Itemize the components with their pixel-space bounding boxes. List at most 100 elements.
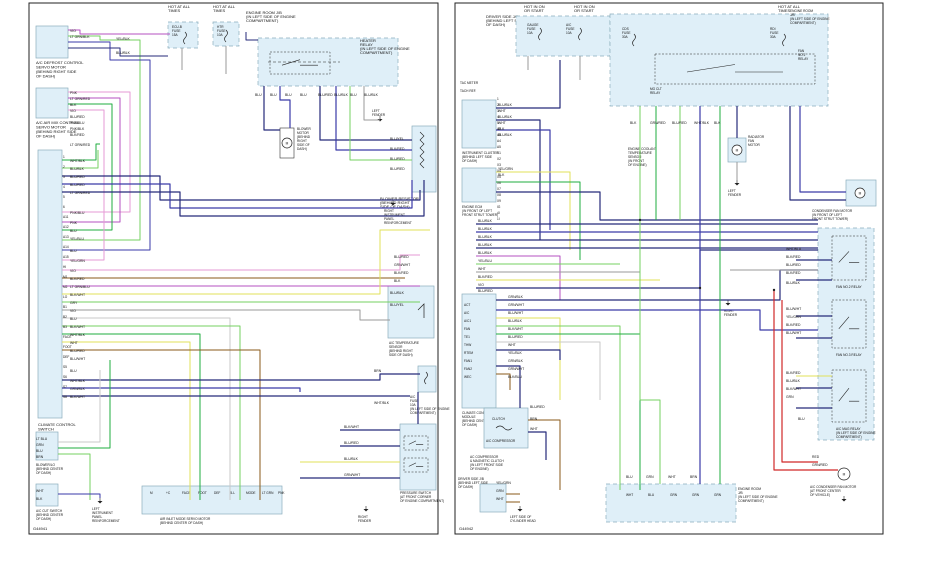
driver-jb-2-label-line: DRIVER SIDE J/B <box>458 477 484 481</box>
ground-triangle <box>390 203 396 206</box>
servo-pin: +C <box>166 491 171 495</box>
blower-resistor-label-line: (BEHIND RIGHT <box>380 200 411 205</box>
wire-grn-long <box>639 106 661 484</box>
wire-label: YEL/BLK <box>508 351 522 355</box>
wire-label: WHT/BLU <box>786 247 802 251</box>
terminal-number: A2 <box>497 127 501 131</box>
wire-label: BLU/RED <box>530 405 545 409</box>
hot-at-all-times-label-line: HOT AT ALL <box>778 4 801 9</box>
wire-label: BLK/RED <box>390 147 405 151</box>
ground-label-line: REINFORCEMENT <box>92 519 120 523</box>
wire-label: BLU/BLK <box>334 93 349 97</box>
engine-room-jb-label-line: ENGINE ROOM <box>790 9 813 13</box>
thermistor-symbol <box>417 303 425 318</box>
relay-switch <box>838 251 860 263</box>
wire-ltgrn <box>62 35 141 241</box>
terminal-number: X7 <box>497 187 501 191</box>
wire-ambient-1 <box>62 143 100 161</box>
ground-label-line: FENDER <box>358 519 372 523</box>
wire-label: YEL/GRN <box>786 315 801 319</box>
driver-side-jb-label-line: DRIVER SIDE J/B <box>486 14 519 19</box>
driver-side-jb <box>167 21 199 49</box>
terminal-number: B3 <box>63 325 67 329</box>
wire-label: BLU <box>350 93 357 97</box>
climate-control-module <box>461 293 497 409</box>
engine-ecm-label-line: FRONT STRUT TOWER) <box>462 213 498 217</box>
wire-mod-3 <box>496 317 561 400</box>
wire-label: WHT/BLK <box>374 401 390 405</box>
wire-label: WHT/BLK <box>694 121 710 125</box>
air-inlet-servo-label-line: AIR INLET MODE SERVO MOTOR <box>160 517 211 521</box>
ac-fuse-label-line: FUSE <box>566 27 575 31</box>
module-pin: TE1 <box>464 335 470 339</box>
module-pin: RTEM <box>464 351 473 355</box>
fan-no2-relay-icon <box>831 235 867 281</box>
terminal-number: X2 <box>497 157 501 161</box>
fuse-symbol <box>782 33 786 47</box>
fuse-15a-icon <box>183 31 187 45</box>
wire-label: WHT <box>496 497 504 501</box>
wire-ecm-yel <box>496 171 571 250</box>
wire-heater-out-4 <box>335 86 412 151</box>
ac-air-mix-servo-label-line: SERVO MOTOR <box>36 125 66 130</box>
gauge-fuse-label-line: FUSE <box>527 27 536 31</box>
terminal-number: S6 <box>63 375 67 379</box>
fan-no1-relay-label-line: FAN <box>798 49 805 53</box>
ground-label-line: RIGHT <box>724 309 734 313</box>
module-pin: THW <box>464 343 471 347</box>
wire-blu-3 <box>62 373 420 381</box>
terminal-number: X4 <box>497 169 501 173</box>
coolant-sensor-label-line: SENSOR <box>628 155 642 159</box>
climate-module-label-line: CLIMATE CONTROL <box>462 411 492 415</box>
clutch-label-line: CLUTCH <box>492 417 506 421</box>
wire-label: WHT/BLK <box>70 333 86 337</box>
radiator-fan-motor-icon: M <box>731 144 743 156</box>
gauge-fuse-label-line: 10A <box>527 31 534 35</box>
splice-dot <box>698 286 702 290</box>
wire-label: PNK <box>70 221 78 225</box>
module-pin: FAN2 <box>464 367 472 371</box>
wire-label: WHT <box>498 109 506 113</box>
wire-label: GRN <box>36 443 44 447</box>
bottom-pin: GRN <box>714 493 722 497</box>
heater-relay-label-line: (IN LEFT SIDE OF ENGINE <box>360 46 410 51</box>
motor-circle <box>281 137 293 149</box>
terminal-number: B2 <box>63 315 67 319</box>
engine-room-jb-bottom-label-line: (IN LEFT SIDE OF ENGINE <box>738 495 778 499</box>
pressure-switch-label-line: PRESSURE SWITCH <box>400 491 432 495</box>
wire-label: BLU/WHT <box>508 311 523 315</box>
bottom-pin: BLU <box>648 493 655 497</box>
wire-label: BLU/BLK <box>786 379 801 383</box>
wire-label: GRY <box>70 301 78 305</box>
blower-resistor-label-line: SIDE OF DASH) <box>380 204 410 209</box>
instrument-cluster-label-line: (BEHIND LEFT SIDE <box>462 155 492 159</box>
ac-cut-label-line: (BEHIND CENTER <box>36 513 64 517</box>
terminal-number: M2 <box>63 285 68 289</box>
wire-label: GRN/BLK <box>508 295 524 299</box>
terminal-number: 2 <box>63 165 65 169</box>
cds-fuse-label-line: 30A <box>622 35 629 39</box>
blower-resistor-label-line: BLOWER RESISTOR <box>380 196 419 201</box>
heater-relay-label-line: COMPARTMENT) <box>360 50 393 55</box>
wire-label: BLU <box>70 317 77 321</box>
wire-label: BLK/WHT <box>344 425 359 429</box>
terminal-number: 5 <box>497 121 499 125</box>
fuse-symbol <box>578 27 582 41</box>
wire-label: GRN/RED <box>650 121 666 125</box>
wire-condenser-1 <box>789 106 846 201</box>
ground-label-line: INSTRUMENT <box>92 511 113 515</box>
engine-room-jb-label-line: (IN LEFT SIDE OF ENGINE <box>790 17 830 21</box>
motor-circle <box>731 144 743 156</box>
wire-label: BLU <box>270 93 277 97</box>
fuse-label-line: 10A <box>217 33 224 37</box>
ac-compressor-clutch <box>483 407 529 449</box>
servo-pin: MODE <box>246 491 256 495</box>
terminal-number: M1 <box>63 275 68 279</box>
wire-label: BLK <box>70 103 77 107</box>
wire-label: BLK <box>714 121 721 125</box>
condenser-fan-label-line: (IN FRONT OF LEFT <box>812 213 842 217</box>
terminal-number: HI <box>63 265 66 269</box>
coolant-sensor-label-line: (IN FRONT <box>628 159 644 163</box>
fuse-label-line: FUSE <box>217 29 226 33</box>
